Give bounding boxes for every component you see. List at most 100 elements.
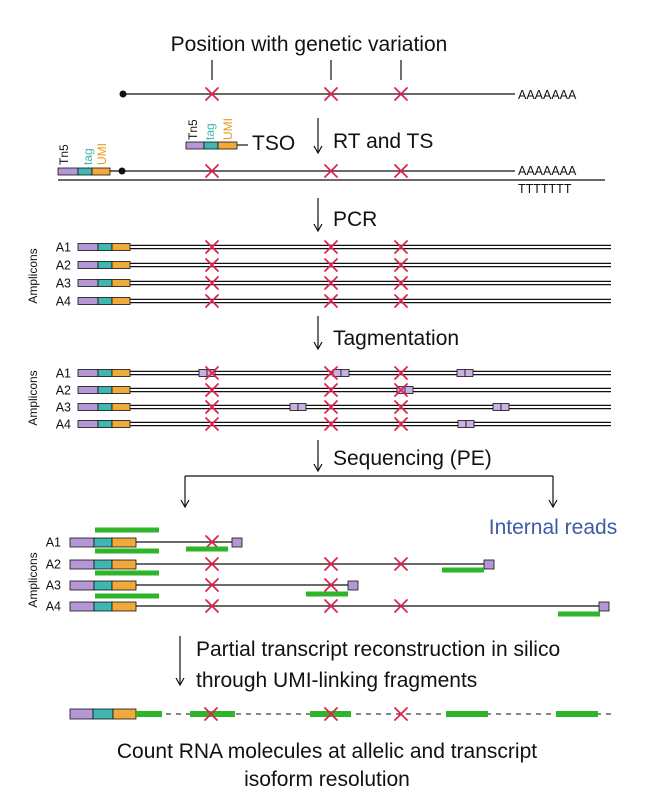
tn5-end [483, 559, 495, 570]
variant-x [324, 417, 338, 431]
rna-molecule: AAAAAAA [119, 88, 577, 102]
arrow-sequencing [313, 440, 323, 473]
umi-block [111, 559, 137, 570]
tag-block [97, 420, 113, 428]
tn5-insert [465, 420, 475, 428]
polyt-label: TTTTTTT [518, 182, 572, 196]
variant-x [394, 383, 408, 397]
polya-label-2: AAAAAAA [518, 164, 577, 178]
tn5-block [77, 279, 99, 287]
umi-label: UMI [221, 118, 235, 140]
read-bar [558, 611, 600, 617]
variant-marks-top [205, 87, 408, 178]
step-sequencing: Sequencing (PE) [333, 447, 492, 470]
reconstructed-transcript [69, 707, 612, 721]
umi-block [111, 243, 131, 251]
tn5-block [77, 261, 99, 269]
title: Position with genetic variation [171, 33, 448, 56]
step-pcr: PCR [333, 208, 377, 231]
tag-label-A4: A4 [56, 418, 71, 432]
pcr-label-A2: A2 [56, 259, 71, 273]
tn5-label: Tn5 [186, 119, 200, 140]
internal-reads-label: Internal reads [489, 516, 617, 539]
tag-block [93, 537, 113, 548]
variant-x [394, 240, 408, 254]
variant-x [324, 400, 338, 414]
variant-x [324, 578, 338, 592]
umi-block [111, 580, 137, 591]
read-bar [95, 593, 159, 599]
tn5-insert [464, 369, 474, 377]
tn5-insert [492, 403, 502, 411]
variant-x [324, 240, 338, 254]
variant-x [324, 383, 338, 397]
tn5-insert [198, 369, 208, 377]
tag-block [93, 580, 113, 591]
read-bar [442, 567, 484, 573]
tn5-end [598, 601, 610, 612]
pcr-label-A1: A1 [56, 241, 71, 255]
read-bar [306, 591, 348, 597]
tag-block [93, 559, 113, 570]
variant-x [205, 599, 219, 613]
tag-block [97, 369, 113, 377]
tag-label-A3: A3 [56, 401, 71, 415]
conclusion-line-1: Count RNA molecules at allelic and trans… [117, 740, 537, 763]
tag-label: tag [203, 123, 217, 140]
split-bracket [180, 475, 558, 509]
variant-x [394, 599, 408, 613]
variant-x [205, 276, 219, 290]
variant-x [205, 383, 219, 397]
polya-label: AAAAAAA [518, 88, 577, 102]
read-bar [95, 548, 159, 554]
umi-block [111, 601, 137, 612]
arrow-rt-ts [313, 118, 323, 155]
tn5-insert [404, 386, 414, 394]
variant-x [394, 294, 408, 308]
arrow-reconstruction [175, 636, 185, 687]
tn5-insert [500, 403, 510, 411]
variant-x [324, 599, 338, 613]
variant-x [324, 294, 338, 308]
tn5-insert [456, 369, 466, 377]
tn5-block [77, 420, 99, 428]
variant-x [205, 578, 219, 592]
read-bar [95, 527, 159, 533]
tag-block [97, 403, 113, 411]
read-bar [95, 570, 159, 576]
variant-x [394, 366, 408, 380]
variant-x [324, 557, 338, 571]
tag-block [97, 386, 113, 394]
umi-block [111, 297, 131, 305]
variant-x [394, 417, 408, 431]
cdna-duplex: Tn5 tag UMI AAAAAAA TTTTTTT [57, 143, 605, 196]
seq-label-A2: A2 [46, 558, 61, 572]
tag-label-A1: A1 [56, 367, 71, 381]
seq-label-A3: A3 [46, 579, 61, 593]
tag-block [93, 601, 113, 612]
variant-x [394, 400, 408, 414]
umi-block [111, 369, 131, 377]
tn5-block [69, 580, 95, 591]
tag-block [97, 297, 113, 305]
reconstruction-line-2: through UMI-linking fragments [196, 669, 477, 692]
tag-label-A2: A2 [56, 384, 71, 398]
variant-x [394, 557, 408, 571]
variant-x [205, 535, 219, 549]
variant-x [205, 417, 219, 431]
umi-block [111, 420, 131, 428]
tag-block [97, 279, 113, 287]
variant-x [205, 294, 219, 308]
tn5-block [69, 559, 95, 570]
step-rt-ts: RT and TS [333, 130, 433, 153]
tag-label-2: tag [81, 148, 95, 165]
tn5-insert [340, 369, 350, 377]
umi-block [111, 403, 131, 411]
variant-x [394, 258, 408, 272]
tso-adapter: Tn5 tag UMI TSO [185, 118, 295, 155]
arrow-pcr [313, 198, 323, 233]
